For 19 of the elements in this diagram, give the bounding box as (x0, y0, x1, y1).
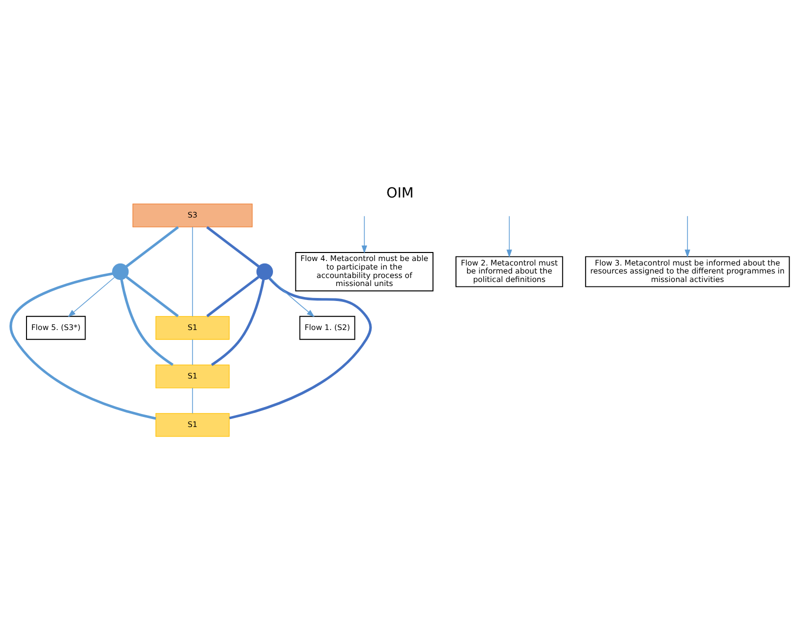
connector (211, 279, 265, 366)
connector (192, 388, 193, 414)
node-circle (256, 263, 273, 280)
connector (10, 272, 156, 420)
connector (192, 339, 193, 366)
arrow (506, 216, 512, 258)
arrow (684, 216, 690, 258)
connector (126, 276, 179, 318)
connector (126, 226, 179, 268)
connector (206, 276, 260, 318)
arrow (68, 277, 115, 318)
connector (120, 279, 174, 366)
connector (229, 277, 372, 420)
arrow (270, 277, 315, 318)
diagram-title: OIM (386, 185, 414, 202)
connector (206, 226, 260, 268)
arrow (362, 216, 368, 254)
node-circle (112, 263, 129, 280)
connector (192, 226, 193, 317)
